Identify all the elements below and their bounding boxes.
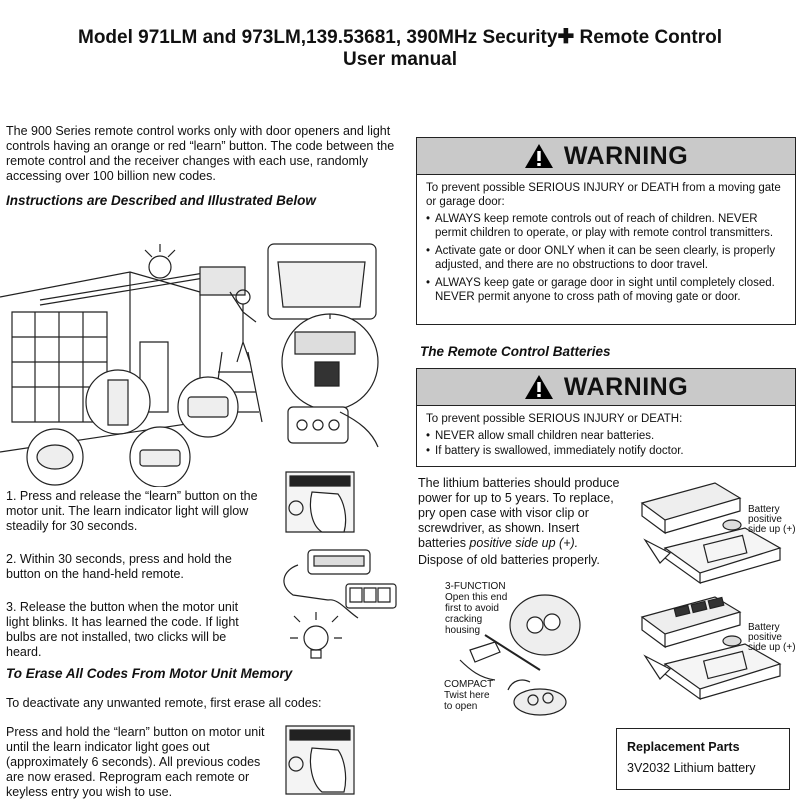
replacement-heading: Replacement Parts <box>627 740 740 754</box>
garage-illustration <box>0 212 410 487</box>
cap-line: Battery <box>748 622 780 633</box>
plus-icon: ✚ <box>557 26 575 48</box>
three-function-label: 3-FUNCTION Open this end first to avoid … <box>445 581 525 636</box>
intro-paragraph: The 900 Series remote control works only… <box>6 124 395 183</box>
compact-label: COMPACT Twist here to open <box>444 679 514 712</box>
light-bulb-icon <box>304 626 328 650</box>
cap-line: positive <box>748 632 782 643</box>
battery-positive-label-1: Battery positive side up (+) <box>748 505 798 535</box>
warning-bullet: If battery is swallowed, immediately not… <box>426 444 786 458</box>
warning-triangle-icon <box>524 144 553 168</box>
step-2: 2. Within 30 seconds, press and hold the… <box>6 552 232 581</box>
battery-dispose: Dispose of old batteries properly. <box>418 553 600 567</box>
page-subtitle: User manual <box>342 49 458 70</box>
erase-heading: To Erase All Codes From Motor Unit Memor… <box>6 666 293 681</box>
erase-instructions: Press and hold the “learn” button on mot… <box>6 725 265 799</box>
cap-line: to open <box>444 701 478 712</box>
learn-button-illustration <box>282 468 362 536</box>
replacement-parts-box: Replacement Parts 3V2032 Lithium battery <box>616 728 790 790</box>
warning-bullet: ALWAYS keep gate or garage door in sight… <box>426 276 786 304</box>
warning-lead: To prevent possible SERIOUS INJURY or DE… <box>426 182 781 208</box>
remote-opening-illustration <box>440 590 620 720</box>
page-title: Model 971LM and 973LM,139.53681, 390MHz … <box>0 26 800 49</box>
erase-intro: To deactivate any unwanted remote, first… <box>6 696 322 710</box>
cap-line: cracking <box>445 614 483 625</box>
warning-bullet: Activate gate or door ONLY when it can b… <box>426 244 786 272</box>
battery-replace-illustration-top <box>620 478 795 588</box>
cap-line: side up (+) <box>748 642 796 653</box>
battery-emphasis: positive side up (+). <box>469 536 579 550</box>
cap-line: side up (+) <box>748 524 796 535</box>
cap-line: housing <box>445 625 481 636</box>
cap-line: COMPACT <box>444 679 494 690</box>
cap-line: Twist here <box>444 690 490 701</box>
warning-bullet: NEVER allow small children near batterie… <box>426 429 786 443</box>
warning-label: WARNING <box>563 141 689 170</box>
battery-instructions: The lithium batteries should produce pow… <box>418 476 623 551</box>
title-line1-suffix: Remote Control <box>579 27 722 48</box>
erase-learn-button-illustration <box>282 722 362 798</box>
battery-positive-label-2: Battery positive side up (+) <box>748 623 798 653</box>
warning-lead: To prevent possible SERIOUS INJURY or DE… <box>426 413 683 425</box>
step-1: 1. Press and release the “learn” button … <box>6 489 258 533</box>
warning-triangle-icon <box>524 375 553 399</box>
step-3: 3. Release the button when the motor uni… <box>6 600 239 659</box>
warning-header: WARNING <box>417 369 795 406</box>
warning-box-injury: WARNING To prevent possible SERIOUS INJU… <box>416 137 796 325</box>
cap-line: first to avoid <box>445 603 499 614</box>
battery-replace-illustration-bottom <box>620 592 795 707</box>
warning-label: WARNING <box>563 372 689 401</box>
cap-line: Open this end <box>445 592 508 603</box>
battery-text: The lithium batteries should produce pow… <box>418 476 620 550</box>
warning-bullet: ALWAYS keep remote controls out of reach… <box>426 212 786 240</box>
replacement-item: 3V2032 Lithium battery <box>627 761 756 775</box>
instructions-heading: Instructions are Described and Illustrat… <box>6 193 316 208</box>
hand-remote-illustration <box>268 540 398 670</box>
title-line1: Model 971LM and 973LM,139.53681, 390MHz … <box>78 27 558 48</box>
warning-header: WARNING <box>417 138 795 175</box>
warning-box-batteries: WARNING To prevent possible SERIOUS INJU… <box>416 368 796 467</box>
cap-line: Battery <box>748 504 780 515</box>
cap-line: 3-FUNCTION <box>445 581 506 592</box>
batteries-heading: The Remote Control Batteries <box>420 344 611 359</box>
cap-line: positive <box>748 514 782 525</box>
